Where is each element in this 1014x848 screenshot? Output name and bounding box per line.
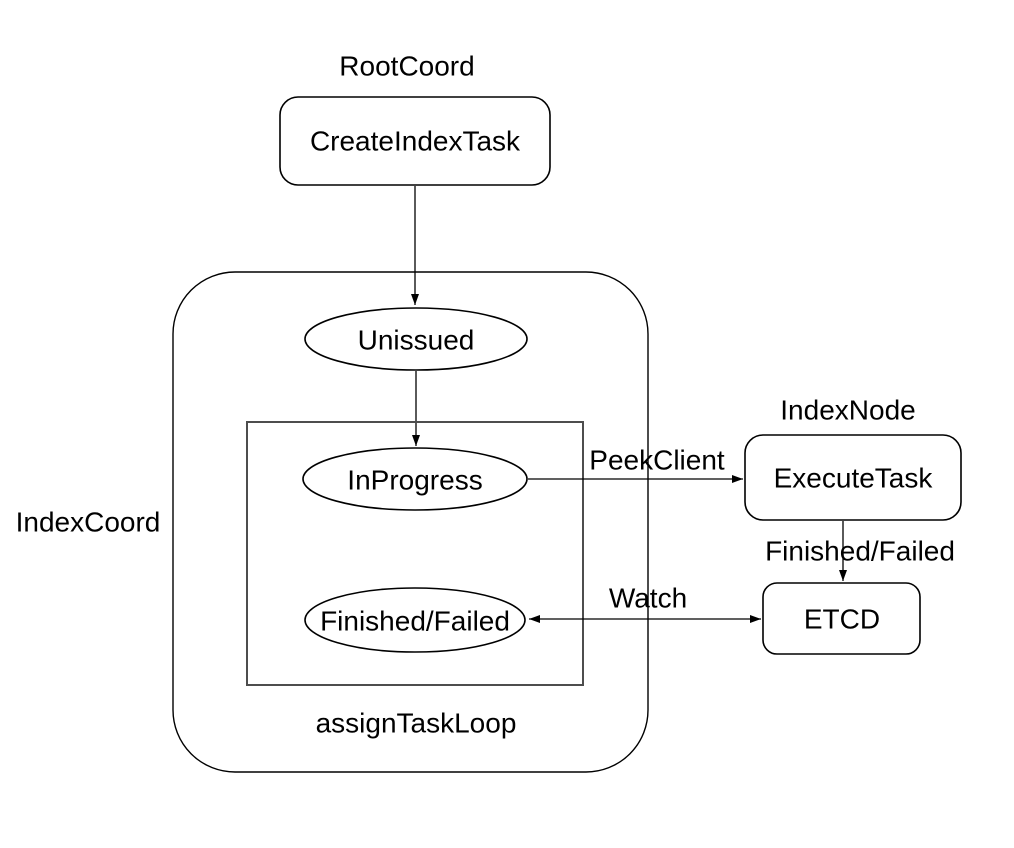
peekclient-edge-label: PeekClient <box>589 445 725 476</box>
execute-task-node: ExecuteTask <box>744 434 962 521</box>
rootcoord-section-label: RootCoord <box>339 51 474 82</box>
etcd-label: ETCD <box>804 604 880 635</box>
inprogress-state: InProgress <box>302 447 528 511</box>
finished-failed-label: Finished/Failed <box>320 606 510 637</box>
indexcoord-section-label: IndexCoord <box>16 507 161 538</box>
unissued-state: Unissued <box>304 307 528 371</box>
etcd-node: ETCD <box>762 582 921 655</box>
assign-task-loop-box <box>246 421 584 686</box>
finished-failed-ellipse <box>304 587 526 653</box>
assigntaskloop-section-label: assignTaskLoop <box>316 708 517 739</box>
inprogress-label: InProgress <box>347 465 482 496</box>
finished-failed-state: Finished/Failed <box>304 587 526 653</box>
etcd-box <box>762 582 921 655</box>
index-coord-container <box>172 271 649 773</box>
execute-task-label: ExecuteTask <box>774 463 934 494</box>
indexnode-section-label: IndexNode <box>780 395 915 426</box>
unissued-ellipse <box>304 307 528 371</box>
execute-task-box <box>744 434 962 521</box>
unissued-label: Unissued <box>358 325 475 356</box>
create-index-task-label: CreateIndexTask <box>310 126 521 157</box>
create-index-task-node: CreateIndexTask <box>279 96 551 186</box>
watch-edge-label: Watch <box>609 583 687 614</box>
finished-failed-edge-label: Finished/Failed <box>765 536 955 567</box>
inprogress-ellipse <box>302 447 528 511</box>
create-index-task-box <box>279 96 551 186</box>
